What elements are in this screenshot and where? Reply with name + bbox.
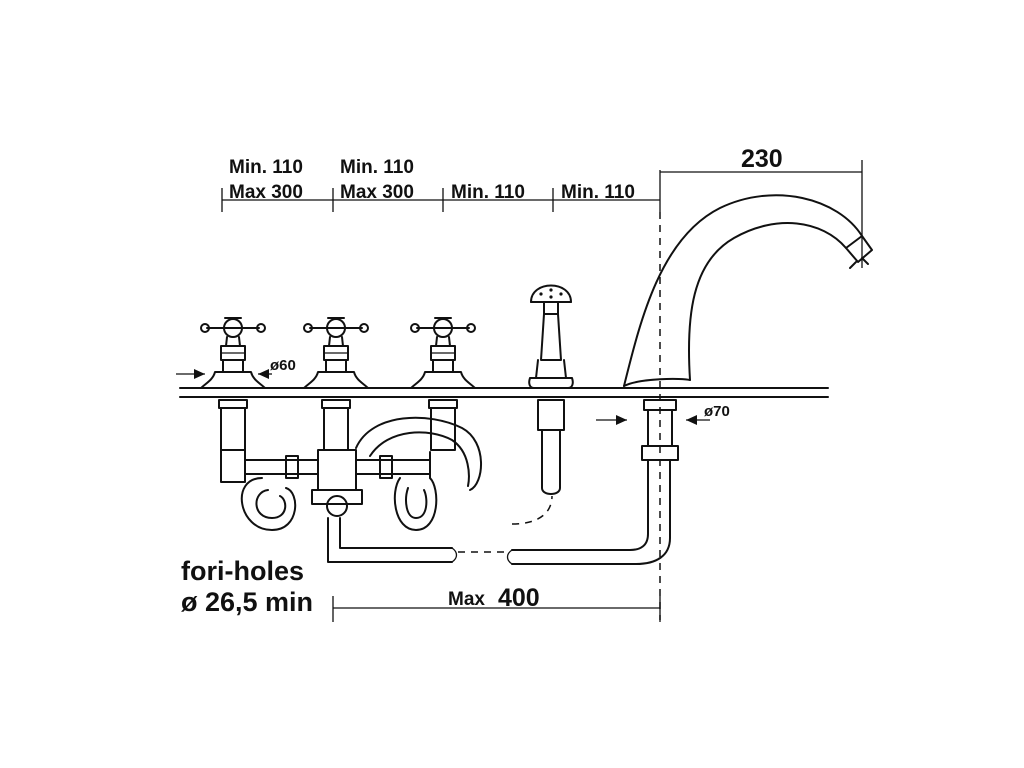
max-span-dimension: Max 400 [332, 584, 661, 622]
spacing-2-min-label: Min. 110 [340, 157, 414, 178]
handle-diameter-label: ø60 [270, 357, 296, 374]
cross-handle-tap-2 [303, 317, 369, 451]
max-span-prefix: Max [448, 589, 485, 610]
deck-surface [179, 387, 829, 398]
spout-reach-label: 230 [741, 145, 783, 173]
hand-shower [528, 284, 574, 495]
spacing-4-min-label: Min. 110 [561, 182, 635, 203]
spacing-1-min-label: Min. 110 [229, 157, 303, 178]
handle-diameter-dimension: ø60 [176, 357, 296, 379]
holes-note: fori-holes ø 26,5 min [181, 556, 313, 617]
top-dimension-chain: Min. 110 Max 300 Min. 110 Max 300 Min. 1… [221, 157, 661, 212]
holes-note-line-1: fori-holes [181, 556, 304, 586]
spout-base-diameter-label: ø70 [704, 403, 730, 420]
max-span-value: 400 [498, 584, 540, 612]
cross-handle-tap-1 [200, 317, 266, 483]
spacing-1-max-label: Max 300 [229, 182, 303, 203]
holes-note-line-2: ø 26,5 min [181, 587, 313, 617]
spacing-3-min-label: Min. 110 [451, 182, 525, 203]
hose-dashed-link [511, 495, 553, 525]
spout-base-diameter-dimension: ø70 [596, 403, 730, 425]
bath-spout [506, 194, 873, 565]
diverter-assembly [240, 416, 482, 563]
spout-reach-dimension: 230 [660, 145, 863, 268]
spacing-2-max-label: Max 300 [340, 182, 414, 203]
